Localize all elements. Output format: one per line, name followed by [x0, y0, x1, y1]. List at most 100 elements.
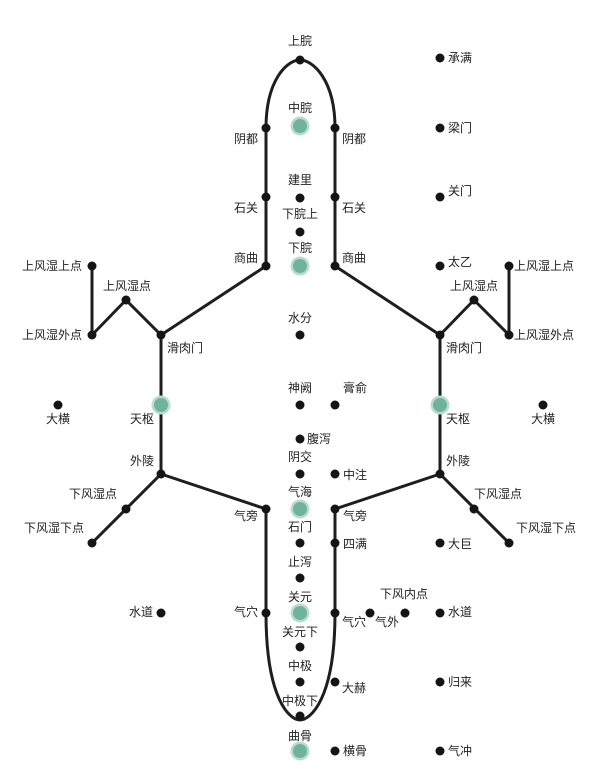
acupoint-qipang_r [330, 504, 340, 514]
acupoint-label-guilai: 归来 [448, 675, 472, 689]
acupoint-label-xiafengshi_l: 下风湿点 [69, 486, 117, 501]
acupoint-label-xiafengshi_r: 下风湿点 [474, 486, 522, 501]
acupoint-dahe [330, 677, 340, 687]
acupoint-label-tianshu_l: 天枢 [130, 411, 154, 426]
acupoint-shangfengshiwai_l [87, 330, 97, 340]
acupoint-gaoshu [330, 400, 340, 410]
acupoint-label-qipang_r: 气旁 [343, 508, 367, 523]
acupoint-label-shangqu_r: 商曲 [342, 250, 366, 265]
right-shangfengshi-branch [438, 264, 511, 337]
acupoint-label-xiafengnei: 下风内点 [380, 587, 428, 601]
acupoint-shimen [295, 538, 305, 548]
acupoint-label-zhongwan: 中脘 [288, 100, 312, 115]
acupoint-label-daheng_l: 大横 [46, 412, 70, 426]
acupoint-label-qipang_l: 气旁 [234, 508, 258, 523]
acupoint-yindu_l [261, 123, 271, 133]
acupoint-taiyi [435, 261, 445, 271]
left-upper-branch [159, 264, 268, 511]
acupoint-shiguan_r [330, 192, 340, 202]
acupoint-label-shangfengshiwai_r: 上风湿外点 [514, 327, 574, 342]
acupoint-label-xiafengshixia_l: 下风湿下点 [24, 520, 84, 535]
acupoint-label-tianshu_r: 天枢 [446, 411, 470, 426]
acupoint-qiwai [365, 608, 375, 618]
acupoint-label-shangfengshishang_l: 上风湿上点 [22, 258, 82, 273]
acupoint-zhongzhu [330, 469, 340, 479]
acupoint-label-simang: 四满 [343, 537, 367, 551]
acupoint-highlight-tianshu_r [433, 398, 447, 412]
acupoint-label-zhixie: 止泻 [288, 555, 312, 569]
acupoint-liangmen [435, 123, 445, 133]
acupoint-label-shiguan_r: 石关 [342, 201, 366, 215]
acupoint-henggu [330, 746, 340, 756]
acupoint-huaroumen_l [156, 330, 166, 340]
acupoint-label-shuidao_r: 水道 [448, 605, 472, 619]
acupoint-label-shenque: 神阙 [288, 381, 312, 395]
acupoint-chengman [435, 53, 445, 63]
acupoint-label-shangfengshishang_r: 上风湿上点 [514, 258, 574, 273]
acupoint-shangfengshishang_r [504, 261, 514, 271]
acupoint-shuidao_r [435, 608, 445, 618]
acupoint-highlight-tianshu_l [154, 398, 168, 412]
acupoint-highlight-qihai [293, 502, 307, 516]
acupoint-label-yinjiao: 阴交 [288, 449, 312, 464]
acupoint-fuxie [295, 434, 305, 444]
acupoint-label-qiwai: 气外 [375, 614, 399, 629]
acupoint-guanmen [435, 192, 445, 202]
acupoint-shenque [295, 400, 305, 410]
acupoint-highlight-guanyuan [293, 606, 307, 620]
acupoint-label-shangfengshiwai_l: 上风湿外点 [22, 327, 82, 342]
acupoint-zhongji [295, 677, 305, 687]
acupoint-xiafengshixia_l [87, 538, 97, 548]
acupoint-label-qugu: 曲骨 [288, 729, 312, 743]
acupoint-label-dahe: 大赫 [342, 681, 366, 695]
acupoint-label-taiyi: 太乙 [448, 254, 472, 269]
acupoint-highlight-zhongwan [293, 119, 307, 133]
acupoint-guanyuanxia [295, 642, 305, 652]
acupoint-zhongjixia [295, 711, 305, 721]
acupoint-label-qixue_l: 气穴 [234, 604, 258, 619]
acupoint-qixue_l [261, 608, 271, 618]
acupoint-huaroumen_r [435, 330, 445, 340]
acupoint-jianli [295, 193, 305, 203]
acupoint-label-guanyuanxia: 关元下 [282, 625, 318, 639]
acupoint-label-chengman: 承满 [448, 51, 472, 65]
acupoint-label-shiguan_l: 石关 [234, 201, 258, 215]
acupoint-label-yindu_r: 阴都 [342, 132, 366, 146]
acupoint-label-qixue_r: 气穴 [342, 614, 366, 629]
acupoint-wailing_l [156, 469, 166, 479]
acupoint-label-henggu: 横骨 [343, 744, 367, 758]
acupoint-simang [330, 538, 340, 548]
acupoint-label-daju: 大巨 [448, 537, 472, 551]
acupoint-label-shimen: 石门 [288, 519, 312, 534]
acupoint-label-shangqu_l: 商曲 [234, 250, 258, 265]
acupoint-qichong [435, 746, 445, 756]
acupoint-shangfengshi_l [121, 295, 131, 305]
acupoint-xiafengshi_l [121, 504, 131, 514]
acupoint-daheng_r [538, 400, 548, 410]
acupoint-label-liangmen: 梁门 [448, 120, 472, 135]
acupoint-label-huaroumen_r: 滑肉门 [446, 340, 482, 355]
acupoint-xiafengnei [400, 608, 410, 618]
acupoint-wailing_r [435, 469, 445, 479]
acupoint-shangqu_r [330, 261, 340, 271]
acupoint-label-xiafengshixia_r: 下风湿下点 [516, 520, 576, 535]
acupoint-label-zhongzhu: 中注 [343, 467, 367, 482]
acupoint-label-shangfengshi_l: 上风湿点 [103, 278, 151, 293]
acupoint-shangfengshi_r [469, 295, 479, 305]
acupoint-yindu_r [330, 123, 340, 133]
acupoint-label-qichong: 气冲 [448, 743, 472, 758]
acupoint-label-shangfengshi_r: 上风湿点 [450, 278, 498, 293]
acupoint-shangfengshishang_l [87, 261, 97, 271]
acupoint-label-wailing_r: 外陵 [446, 454, 470, 468]
acupoint-highlight-xiawan [293, 259, 307, 273]
acupoint-yinjiao [295, 469, 305, 479]
acupoint-shiguan_l [261, 192, 271, 202]
acupoint-guilai [435, 677, 445, 687]
acupoint-xiafengshixia_r [504, 538, 514, 548]
acupoint-markers [53, 53, 548, 761]
acupoint-label-zhongjixia: 中极下 [282, 693, 318, 708]
acupoint-label-shuifen: 水分 [288, 311, 312, 325]
acupoint-label-xiawanshang: 下脘上 [282, 207, 318, 221]
acupoint-label-guanyuan: 关元 [288, 590, 312, 604]
acupoint-shangwan [295, 55, 305, 65]
